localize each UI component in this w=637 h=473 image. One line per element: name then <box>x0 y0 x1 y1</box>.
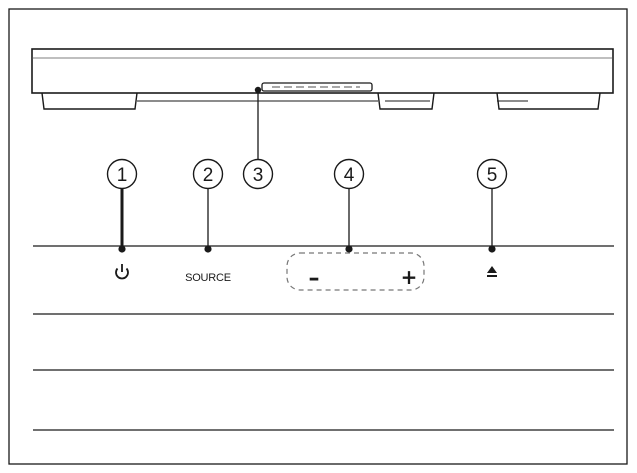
device-foot-right <box>496 92 601 110</box>
callout-4: 4 <box>333 158 365 190</box>
outer-frame <box>8 8 628 465</box>
volume-down-button[interactable]: – <box>309 266 320 291</box>
device-body <box>31 48 614 110</box>
control-strip <box>261 82 373 92</box>
device-foot-left <box>41 92 138 110</box>
volume-up-button[interactable]: + <box>401 265 418 289</box>
eject-icon <box>487 266 497 273</box>
callout-3: 3 <box>242 158 274 190</box>
callout-3-number: 3 <box>253 165 264 186</box>
volume-touch-area <box>286 252 425 291</box>
device-housing <box>31 48 614 94</box>
callout-2: 2 <box>192 158 224 190</box>
callout-4-number: 4 <box>344 165 355 186</box>
eject-icon-bar <box>487 275 497 277</box>
control-1-dot <box>118 245 126 253</box>
control-2-dot <box>204 245 212 253</box>
callout-2-number: 2 <box>203 165 214 186</box>
callout-1-number: 1 <box>117 165 128 186</box>
power-button[interactable] <box>115 264 129 280</box>
volume-control-area[interactable]: – + <box>286 252 425 291</box>
eject-button[interactable] <box>487 266 497 277</box>
callout-5: 5 <box>476 158 508 190</box>
control-5-dot <box>488 245 496 253</box>
power-icon <box>115 267 129 280</box>
control-4-dot <box>345 245 353 253</box>
device-foot-middle <box>377 92 435 110</box>
callout-5-number: 5 <box>487 165 498 186</box>
source-button-label[interactable]: SOURCE <box>185 272 231 284</box>
callout-1: 1 <box>106 158 138 190</box>
